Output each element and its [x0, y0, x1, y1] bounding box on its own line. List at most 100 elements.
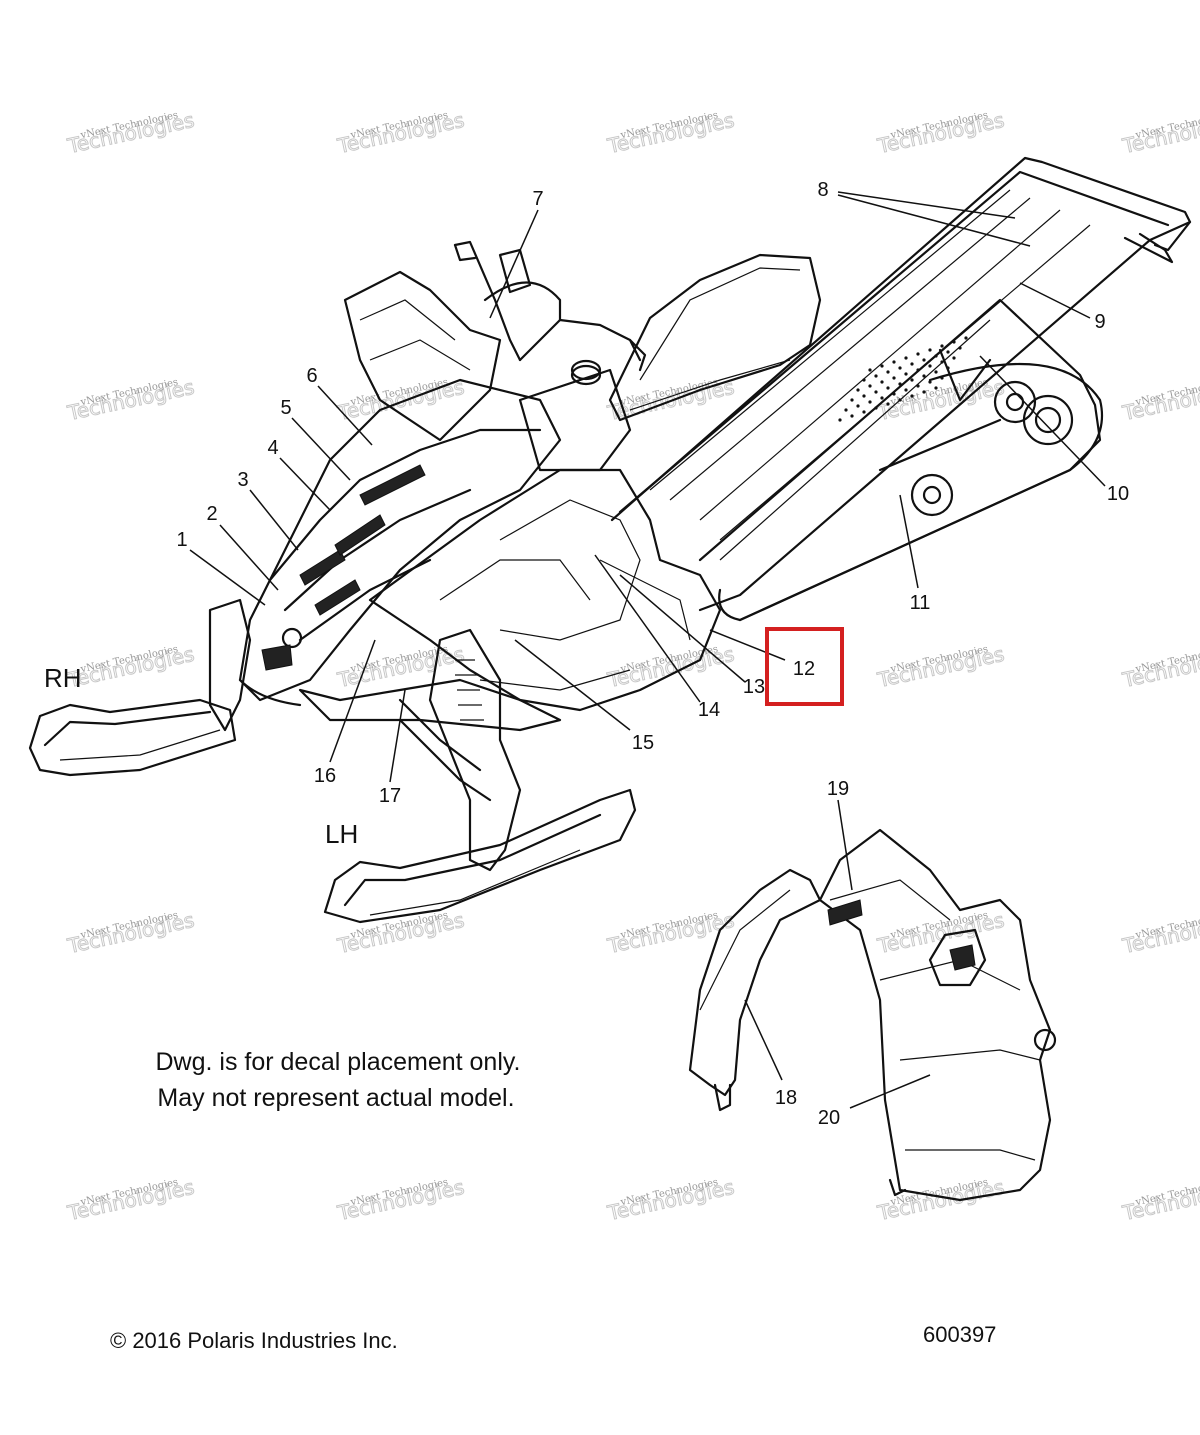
rivet-hole: [922, 390, 926, 394]
callout-14: 14: [698, 699, 720, 721]
rivet-hole: [892, 360, 896, 364]
callout-1: 1: [176, 529, 187, 551]
rivet-hole: [922, 374, 926, 378]
rivet-hole: [880, 396, 884, 400]
callout-19: 19: [827, 778, 849, 800]
rivet-hole: [940, 344, 944, 348]
callout-10: 10: [1107, 483, 1129, 505]
rivet-hole: [850, 414, 854, 418]
rivet-hole: [874, 374, 878, 378]
rivet-hole: [952, 340, 956, 344]
rivet-hole: [946, 350, 950, 354]
rh-label: RH: [44, 663, 82, 693]
callout-20: 20: [818, 1107, 840, 1129]
rivet-hole: [844, 408, 848, 412]
rivet-hole: [934, 354, 938, 358]
rivet-hole: [838, 418, 842, 422]
rivet-hole: [916, 368, 920, 372]
rivet-hole: [952, 356, 956, 360]
callout-12: 12: [793, 658, 815, 680]
rivet-hole: [850, 398, 854, 402]
callout-8: 8: [817, 179, 828, 201]
rivet-hole: [862, 378, 866, 382]
rivet-hole: [904, 372, 908, 376]
callout-2: 2: [206, 503, 217, 525]
rivet-hole: [964, 336, 968, 340]
side-panel-inset-drawing: [688, 828, 1057, 1202]
rivet-hole: [904, 388, 908, 392]
snowmobile-drawing: [28, 156, 1192, 924]
rivet-hole: [910, 362, 914, 366]
callout-5: 5: [280, 397, 291, 419]
rivet-hole: [868, 400, 872, 404]
rivet-hole: [862, 410, 866, 414]
note-line-1: Dwg. is for decal placement only.: [156, 1048, 521, 1076]
rivet-hole: [862, 394, 866, 398]
lh-label: LH: [325, 819, 358, 849]
copyright-text: © 2016 Polaris Industries Inc.: [110, 1328, 398, 1353]
callout-16: 16: [314, 765, 336, 787]
rivet-hole: [934, 370, 938, 374]
rivet-hole: [868, 368, 872, 372]
callout-4: 4: [267, 437, 278, 459]
rivet-hole: [880, 380, 884, 384]
rivet-hole: [898, 366, 902, 370]
rivet-hole: [928, 348, 932, 352]
rivet-hole: [856, 404, 860, 408]
rivet-hole: [910, 394, 914, 398]
rivet-hole: [910, 378, 914, 382]
callout-6: 6: [306, 365, 317, 387]
drawing-number: 600397: [923, 1322, 996, 1347]
rivet-hole: [874, 390, 878, 394]
rivet-hole: [940, 360, 944, 364]
tunnel-holes: [838, 336, 968, 422]
rivet-hole: [892, 392, 896, 396]
rivet-hole: [934, 386, 938, 390]
rivet-hole: [880, 364, 884, 368]
callout-15: 15: [632, 732, 654, 754]
rivet-hole: [898, 398, 902, 402]
rivet-hole: [898, 382, 902, 386]
rivet-hole: [886, 402, 890, 406]
rivet-hole: [922, 358, 926, 362]
callout-11: 11: [910, 592, 931, 614]
callout-17: 17: [379, 785, 401, 807]
callout-18: 18: [775, 1087, 797, 1109]
rivet-hole: [904, 356, 908, 360]
rivet-hole: [886, 386, 890, 390]
rivet-hole: [886, 370, 890, 374]
rivet-hole: [928, 364, 932, 368]
rivet-hole: [856, 388, 860, 392]
leader-lines: [189, 191, 1106, 1109]
callout-7: 7: [532, 188, 543, 210]
rivet-hole: [892, 376, 896, 380]
highlight-box: [765, 627, 844, 706]
rivet-hole: [916, 352, 920, 356]
rivet-hole: [868, 384, 872, 388]
